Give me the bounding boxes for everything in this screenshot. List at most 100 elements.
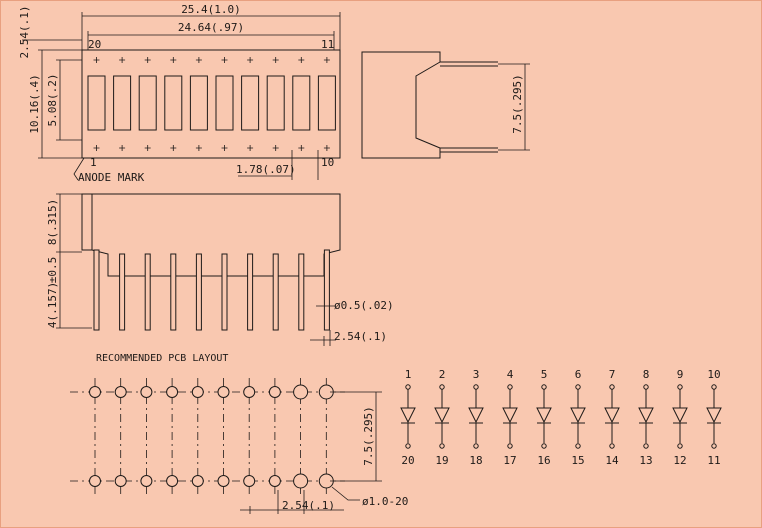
cathode-terminal: [643, 443, 649, 449]
cathode-terminal: [439, 443, 445, 449]
pin-cross-mark: [144, 145, 151, 151]
pin-cross-mark: [298, 57, 305, 63]
cathode-pin-label: 19: [435, 454, 448, 467]
pin-label-1: 1: [90, 156, 97, 169]
diode-symbol: 7 14: [604, 368, 620, 467]
anode-mark-label: ANODE MARK: [78, 171, 145, 184]
pcb-hole: [114, 386, 127, 398]
anode-pin-label: 8: [643, 368, 650, 381]
front-dim-tol-label: ±0.5: [46, 257, 59, 284]
anode-pin-label: 6: [575, 368, 582, 381]
led-segment: [189, 75, 208, 131]
pin-cross-mark: [195, 57, 202, 63]
pin-cross-mark: [170, 145, 177, 151]
dim-width-label: 25.4(1.0): [181, 3, 241, 16]
pin-cross-mark: [272, 145, 279, 151]
diode-symbol: 615: [570, 368, 586, 467]
side-dim-height-label: 7.5(.295): [511, 74, 524, 134]
diode-triangle: [536, 407, 552, 424]
pcb-hole: [293, 473, 309, 489]
pcb-layout: RECOMMENDED PCB LAYOUT 7.5(.295) 2.54(.1…: [70, 353, 408, 514]
front-pin: [93, 249, 100, 331]
anode-terminal: [643, 384, 649, 390]
pcb-hole: [166, 386, 179, 398]
anode-pin-label: 9: [677, 368, 684, 381]
cathode-terminal: [711, 443, 717, 449]
pin-cross-mark: [247, 145, 254, 151]
cathode-pin-label: 11: [707, 454, 720, 467]
anode-terminal: [609, 384, 615, 390]
pcb-hole: [217, 386, 230, 398]
dim-height-label: 10.16(.4): [28, 74, 41, 134]
anode-terminal: [473, 384, 479, 390]
anode-terminal: [405, 384, 411, 390]
cathode-terminal: [609, 443, 615, 449]
pcb-dim-height-label: 7.5(.295): [362, 406, 375, 466]
led-segments: [87, 57, 336, 151]
pcb-hole: [140, 475, 153, 487]
side-view: 7.5(.295): [361, 51, 530, 159]
front-dim-pin-label: 4(.157): [46, 282, 59, 328]
pin-label-10: 10: [321, 156, 334, 169]
cathode-terminal: [473, 443, 479, 449]
diode-symbol: 9 12: [672, 368, 688, 467]
front-body: [81, 193, 341, 277]
diode-triangle: [638, 407, 654, 424]
anode-terminal: [541, 384, 547, 390]
anode-pin-label: 10: [707, 368, 720, 381]
anode-terminal: [677, 384, 683, 390]
anode-pin-label: 7: [609, 368, 616, 381]
cathode-pin-label: 20: [401, 454, 414, 467]
pin-cross-mark: [221, 57, 228, 63]
pcb-hole: [293, 384, 309, 400]
front-pin: [298, 253, 305, 331]
pin-cross-mark: [195, 145, 202, 151]
led-segment: [292, 75, 311, 131]
cathode-pin-label: 17: [503, 454, 516, 467]
diode-symbol: 8 13: [638, 368, 654, 467]
front-dim-body-label: 8(.315): [46, 199, 59, 245]
diode-triangle: [604, 407, 620, 424]
pcb-hole: [217, 475, 230, 487]
diode-triangle: [570, 407, 586, 424]
cathode-pin-label: 18: [469, 454, 482, 467]
cathode-pin-label: 14: [605, 454, 619, 467]
diode-triangle: [672, 407, 688, 424]
led-segment: [241, 75, 260, 131]
pin-cross-mark: [170, 57, 177, 63]
pin-cross-mark: [323, 57, 330, 63]
diode-triangle: [468, 407, 484, 424]
cathode-pin-label: 16: [537, 454, 550, 467]
front-pin: [247, 253, 254, 331]
pcb-hole: [191, 475, 204, 487]
front-dim-pin-dia-label: ø0.5(.02): [334, 299, 394, 312]
pcb-hole: [243, 386, 256, 398]
pcb-hole: [89, 475, 101, 487]
front-pin: [119, 253, 126, 331]
anode-terminal: [575, 384, 581, 390]
anode-pin-label: 4: [507, 368, 514, 381]
anode-pin-label: 1: [405, 368, 412, 381]
led-segment: [215, 75, 234, 131]
cathode-pin-label: 13: [639, 454, 652, 467]
pcb-dim-pitch-label: 2.54(.1): [282, 499, 335, 512]
front-view: 8(.315) ±0.5 4(.157) ø0.5(.02) 2.54(.1): [46, 193, 394, 346]
led-segment: [87, 75, 106, 131]
front-pin: [170, 253, 177, 331]
led-segment: [266, 75, 285, 131]
pin-cross-mark: [298, 145, 305, 151]
pin-cross-mark: [119, 145, 126, 151]
diode-triangle: [502, 407, 518, 424]
pcb-hole: [268, 386, 281, 398]
front-pin: [221, 253, 228, 331]
anode-terminal: [439, 384, 445, 390]
front-pin: [195, 253, 202, 331]
cathode-pin-label: 12: [673, 454, 686, 467]
anode-terminal: [507, 384, 513, 390]
anode-mark-leader: [73, 157, 85, 181]
anode-terminal: [711, 384, 717, 390]
dim-inner-label: 24.64(.97): [178, 21, 244, 34]
diode-symbol: 516: [536, 368, 552, 467]
cathode-terminal: [575, 443, 581, 449]
